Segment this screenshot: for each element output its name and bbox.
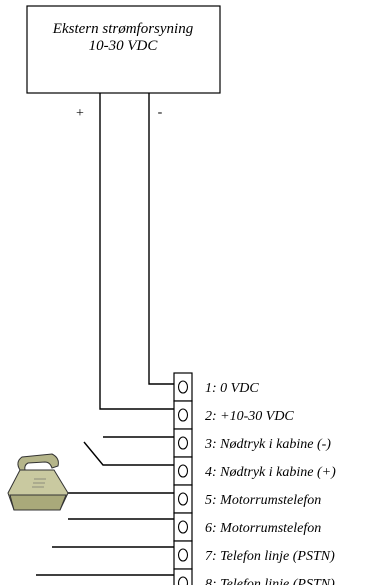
terminal-screw-icon xyxy=(177,408,189,422)
power-supply: Ekstern strømforsyning 10-30 VDC xyxy=(26,5,221,94)
terminal-label-4: 4: Nødtryk i kabine (+) xyxy=(205,465,336,480)
terminal-screw-icon xyxy=(177,492,189,506)
wire-terminal-4 xyxy=(83,441,174,466)
terminal-screw-icon xyxy=(177,548,189,562)
power-supply-voltage: 10-30 VDC xyxy=(89,38,159,54)
minus-polarity-label: - xyxy=(158,105,163,120)
terminal-screw-icon xyxy=(177,576,189,585)
telephone-icon xyxy=(7,453,69,511)
terminal-label-3: 3: Nødtryk i kabine (-) xyxy=(204,437,331,452)
terminal-screw-icon xyxy=(177,464,189,478)
wire-minus-to-terminal-1 xyxy=(148,93,174,385)
terminal-screw-icon xyxy=(177,520,189,534)
terminal-label-5: 5: Motorrumstelefon xyxy=(205,493,321,508)
terminal-block xyxy=(173,372,193,585)
terminal-label-8: 8: Telefon linje (PSTN) xyxy=(205,577,335,585)
terminal-screw-icon xyxy=(177,380,189,394)
terminal-labels: 1: 0 VDC 2: +10-30 VDC 3: Nødtryk i kabine… xyxy=(204,381,336,585)
wire-plus-to-terminal-2 xyxy=(99,93,174,410)
power-supply-box xyxy=(26,5,221,94)
plus-polarity-label: + xyxy=(76,106,84,121)
power-supply-title: Ekstern strømforsyning xyxy=(52,21,194,37)
terminal-label-2: 2: +10-30 VDC xyxy=(205,409,294,424)
terminal-screw-icon xyxy=(177,436,189,450)
terminal-label-1: 1: 0 VDC xyxy=(205,381,259,396)
terminal-label-7: 7: Telefon linje (PSTN) xyxy=(205,549,335,564)
terminal-label-6: 6: Motorrumstelefon xyxy=(205,521,321,536)
push-button-switch-icon xyxy=(83,436,174,466)
